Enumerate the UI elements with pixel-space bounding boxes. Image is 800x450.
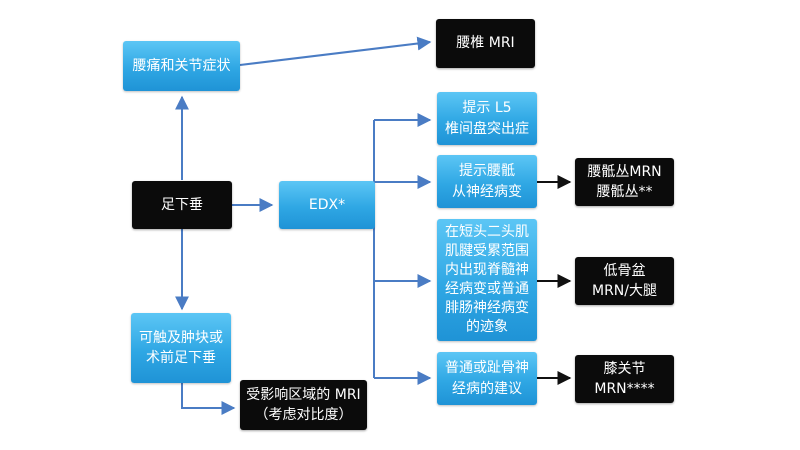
node-edx: EDX*: [279, 181, 375, 229]
arrow-backpain-to-lumbarmri: [239, 36, 432, 66]
node-affected-mri: 受影响区域的 MRI （考虑对比度）: [240, 380, 367, 430]
node-lumbosacral: 提示腰骶 从神经病变: [437, 155, 537, 208]
node-knee-mrn-line2: MRN****: [594, 381, 655, 397]
node-peroneal-line2: 经病的建议: [452, 380, 522, 397]
node-pelvis-mrn-line2: MRN/大腿: [592, 283, 657, 299]
node-foot-drop: 足下垂: [132, 181, 232, 229]
arrow-mass-to-affectedmri: [181, 383, 236, 415]
node-knee-mrn-line1: 膝关节: [603, 360, 646, 377]
node-lumbosacral-line2: 从神经病变: [452, 183, 522, 200]
node-lumbar-mri: 腰椎 MRI: [436, 19, 535, 68]
node-pelvis-mrn-line1: 低骨盆: [603, 262, 646, 279]
node-l5-line1: 提示 L5: [462, 100, 512, 117]
node-palpable-mass-line1: 可触及肿块或: [139, 329, 223, 346]
node-lumbosacral-mrn-line2: 腰骶丛**: [596, 184, 653, 200]
node-l5: 提示 L5 椎间盘突出症: [437, 92, 537, 145]
node-affected-mri-line2: （考虑对比度）: [254, 407, 353, 423]
node-lumbosacral-mrn: 腰骶丛MRN 腰骶丛**: [575, 158, 674, 206]
node-lumbosacral-mrn-line1: 腰骶丛MRN: [587, 163, 662, 180]
node-back-pain-text: 腰痛和关节症状: [132, 57, 231, 74]
node-affected-mri-line1: 受影响区域的 MRI: [246, 386, 361, 403]
node-foot-drop-text: 足下垂: [161, 196, 203, 213]
node-peroneal: 普通或趾骨神 经病的建议: [437, 352, 537, 405]
node-sciatic-line4: 经病变或普通: [445, 281, 529, 297]
node-palpable-mass: 可触及肿块或 术前足下垂: [131, 313, 231, 383]
node-lumbar-mri-text: 腰椎 MRI: [456, 35, 515, 52]
node-sciatic: 在短头二头肌 肌腱受累范围 内出现脊髓神 经病变或普通 腓肠神经病变 的迹象: [437, 219, 537, 341]
node-sciatic-line3: 内出现脊髓神: [445, 262, 529, 279]
node-knee-mrn: 膝关节 MRN****: [575, 355, 674, 403]
node-sciatic-line2: 肌腱受累范围: [445, 243, 529, 260]
node-lumbosacral-line1: 提示腰骶: [459, 163, 515, 180]
node-sciatic-line6: 的迹象: [466, 318, 508, 335]
node-sciatic-line5: 腓肠神经病变: [445, 299, 529, 316]
node-pelvis-mrn: 低骨盆 MRN/大腿: [575, 257, 674, 305]
node-edx-text: EDX*: [308, 196, 346, 213]
node-sciatic-line1: 在短头二头肌: [445, 224, 529, 241]
node-peroneal-line1: 普通或趾骨神: [445, 360, 529, 377]
node-palpable-mass-line2: 术前足下垂: [146, 350, 216, 366]
node-l5-line2: 椎间盘突出症: [445, 120, 529, 137]
node-back-pain: 腰痛和关节症状: [123, 41, 240, 91]
